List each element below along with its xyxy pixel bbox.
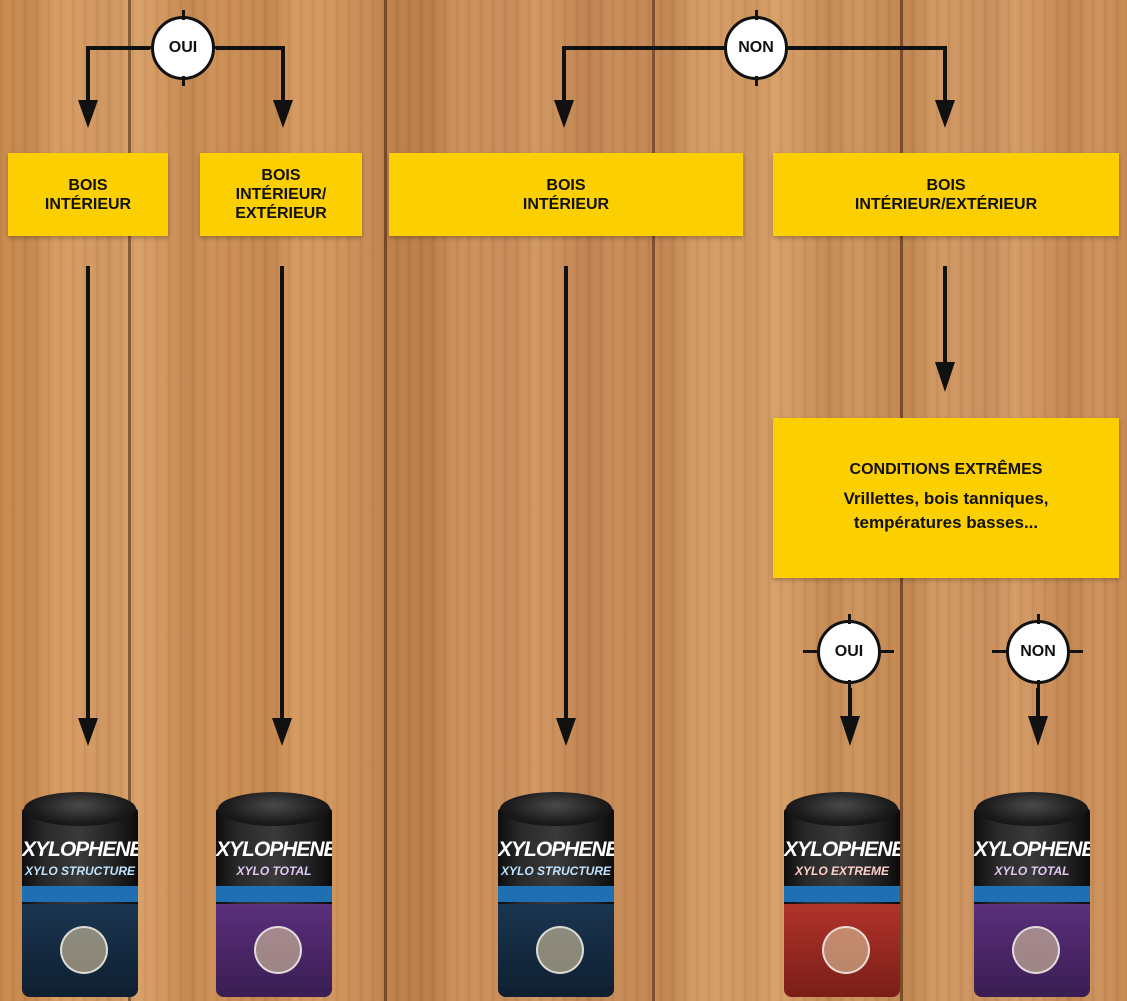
- badge-label: OUI: [168, 39, 198, 56]
- can-product-name: XYLO TOTAL: [994, 864, 1070, 878]
- badge-tick: [992, 650, 1008, 653]
- conditions-description: Vrillettes, bois tanniques, températures…: [843, 489, 1049, 532]
- product-can: XYLOPHENE XYLO STRUCTURE: [498, 792, 614, 997]
- can-product-name: XYLO STRUCTURE: [500, 864, 611, 878]
- house-icon: [536, 926, 584, 974]
- box-label: BOIS INTÉRIEUR: [522, 176, 610, 213]
- badge-label: NON: [738, 39, 774, 56]
- branch-line: [216, 46, 285, 110]
- arrow-head: [556, 718, 576, 746]
- can-body: XYLOPHENE XYLO TOTAL: [974, 808, 1090, 997]
- conditions-title: CONDITIONS EXTRÊMES: [849, 461, 1043, 478]
- box-label: BOIS INTÉRIEUR: [44, 176, 132, 213]
- can-brand: XYLOPHENE: [22, 838, 138, 861]
- box-label: BOIS INTÉRIEUR/ EXTÉRIEUR: [235, 167, 327, 222]
- arrow-head: [272, 718, 292, 746]
- arrow-head: [935, 362, 955, 392]
- branch-line: [86, 46, 150, 110]
- non-badge: NON: [724, 10, 788, 86]
- plank-seam: [384, 0, 387, 1001]
- badge-label: OUI: [834, 643, 864, 660]
- can-brand: XYLOPHENE: [784, 838, 900, 861]
- can-lid: [24, 792, 136, 826]
- house-icon: [822, 926, 870, 974]
- can-band: [216, 886, 332, 902]
- can-band: [784, 886, 900, 902]
- plank-seam: [652, 0, 655, 1001]
- can-brand: XYLOPHENE: [216, 838, 332, 861]
- product-can: XYLOPHENE XYLO STRUCTURE: [22, 792, 138, 997]
- oui-badge: OUI: [817, 614, 881, 690]
- house-icon: [254, 926, 302, 974]
- box-bois-interieur: BOIS INTÉRIEUR: [8, 153, 168, 236]
- arrow-head: [840, 716, 860, 746]
- badge-label: NON: [1020, 643, 1056, 660]
- can-band: [498, 886, 614, 902]
- badge-tick: [803, 650, 819, 653]
- box-bois-interieur-exterieur: BOIS INTÉRIEUR/ EXTÉRIEUR: [200, 153, 362, 236]
- can-body: XYLOPHENE XYLO EXTREME: [784, 808, 900, 997]
- can-body: XYLOPHENE XYLO STRUCTURE: [498, 808, 614, 997]
- box-label: BOIS INTÉRIEUR/EXTÉRIEUR: [854, 176, 1038, 213]
- badge-tick: [878, 650, 894, 653]
- arrow-head: [273, 100, 293, 128]
- badge-tick: [1067, 650, 1083, 653]
- can-band: [22, 886, 138, 902]
- arrow-head: [1028, 716, 1048, 746]
- can-body: XYLOPHENE XYLO TOTAL: [216, 808, 332, 997]
- can-lid: [500, 792, 612, 826]
- house-icon: [60, 926, 108, 974]
- can-lid: [976, 792, 1088, 826]
- arrow-head: [935, 100, 955, 128]
- box-bois-interieur-exterieur: BOIS INTÉRIEUR/EXTÉRIEUR: [773, 153, 1119, 236]
- house-icon: [1012, 926, 1060, 974]
- arrow-head: [554, 100, 574, 128]
- arrow-head: [78, 100, 98, 128]
- badge-tick: [212, 46, 224, 49]
- can-band: [974, 886, 1090, 902]
- can-body: XYLOPHENE XYLO STRUCTURE: [22, 808, 138, 997]
- plank-seam: [128, 0, 131, 1001]
- badge-tick: [141, 46, 153, 49]
- non-badge: NON: [1006, 614, 1070, 690]
- product-can: XYLOPHENE XYLO EXTREME: [784, 792, 900, 997]
- product-can: XYLOPHENE XYLO TOTAL: [974, 792, 1090, 997]
- can-product-name: XYLO STRUCTURE: [24, 864, 135, 878]
- box-conditions-extremes: CONDITIONS EXTRÊMES Vrillettes, bois tan…: [773, 418, 1119, 578]
- can-lid: [786, 792, 898, 826]
- can-product-name: XYLO EXTREME: [794, 864, 889, 878]
- box-bois-interieur: BOIS INTÉRIEUR: [389, 153, 743, 236]
- can-product-name: XYLO TOTAL: [236, 864, 312, 878]
- branch-line: [562, 46, 724, 110]
- can-brand: XYLOPHENE: [498, 838, 614, 861]
- arrow-head: [78, 718, 98, 746]
- can-brand: XYLOPHENE: [974, 838, 1090, 861]
- product-can: XYLOPHENE XYLO TOTAL: [216, 792, 332, 997]
- oui-badge: OUI: [151, 10, 215, 86]
- can-lid: [218, 792, 330, 826]
- branch-line: [788, 46, 947, 110]
